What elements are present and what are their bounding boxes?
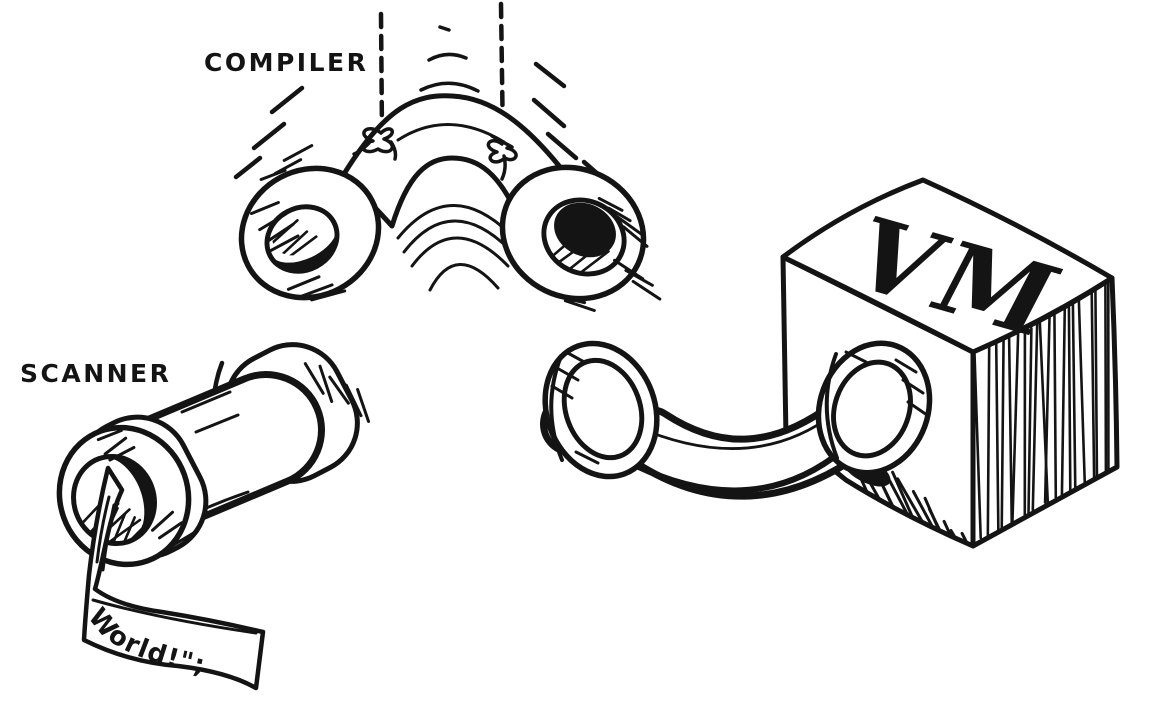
pipe-bottom-contour bbox=[607, 447, 846, 494]
compiler-right-collar bbox=[499, 164, 662, 312]
motion-dash bbox=[251, 121, 287, 151]
tape-twist-lines bbox=[95, 495, 116, 572]
hatch-line bbox=[1011, 333, 1020, 525]
hatch-line bbox=[1027, 326, 1033, 516]
hatch-line bbox=[286, 275, 321, 291]
left-collar-hatch bbox=[250, 144, 347, 302]
hatch-line bbox=[318, 364, 334, 403]
left-opening-crescent bbox=[270, 223, 339, 271]
compiler-fitting: COMPILER bbox=[204, 1, 662, 312]
hatch-line bbox=[1060, 299, 1067, 498]
hatch-line bbox=[576, 250, 610, 277]
hatch-line bbox=[286, 235, 318, 260]
hatch-line bbox=[282, 144, 314, 162]
compiler-label: COMPILER bbox=[204, 48, 368, 77]
collar-hatch bbox=[844, 350, 929, 417]
right-opening-dark bbox=[554, 202, 616, 258]
hatch-line bbox=[108, 446, 136, 462]
pipe-right-collar bbox=[815, 340, 933, 476]
motion-dash bbox=[545, 131, 579, 161]
scanner-label: SCANNER bbox=[20, 359, 171, 388]
motion-arc bbox=[419, 81, 480, 93]
collar-rim bbox=[824, 352, 839, 460]
arch-shading-arcs bbox=[396, 204, 518, 292]
vm-elbow-pipe bbox=[540, 340, 933, 500]
hatch-line bbox=[328, 375, 350, 405]
hatch-line bbox=[994, 340, 1000, 537]
hatch-line bbox=[1067, 305, 1072, 492]
hatch-line bbox=[563, 299, 596, 312]
string-bows bbox=[352, 127, 518, 181]
hatch-line bbox=[299, 283, 334, 298]
cube-top-face bbox=[780, 177, 1115, 355]
motion-arc bbox=[427, 52, 468, 62]
hatch-line bbox=[1043, 315, 1051, 504]
hatch-line bbox=[597, 196, 624, 212]
hatch-line bbox=[973, 352, 983, 540]
right-collar-hatch bbox=[545, 196, 662, 312]
hatch-line bbox=[1077, 293, 1087, 486]
hatch-line bbox=[624, 268, 654, 287]
hatch-line bbox=[1071, 294, 1077, 492]
hatch-line bbox=[1090, 289, 1096, 487]
hatch-line bbox=[258, 212, 288, 232]
hatch-line bbox=[911, 490, 951, 546]
collar-band-hatch bbox=[96, 429, 195, 548]
hatch-line bbox=[103, 436, 128, 456]
compiler-left-collar bbox=[238, 144, 382, 302]
hatch-line bbox=[1000, 334, 1005, 534]
hatch-line bbox=[273, 158, 303, 175]
bow-knot-right bbox=[486, 134, 518, 181]
hatch-line bbox=[303, 362, 325, 395]
hatch-line bbox=[607, 206, 632, 223]
motion-dash bbox=[269, 85, 305, 115]
hatch-line bbox=[96, 429, 123, 442]
pipe-left-collar bbox=[542, 340, 660, 480]
hatch-line bbox=[250, 201, 280, 215]
hatch-line bbox=[267, 234, 300, 253]
hatch-line bbox=[310, 289, 347, 302]
hatch-line bbox=[171, 531, 195, 548]
scanner-fitting: World!"; SCANNER bbox=[20, 342, 370, 691]
hatch-line bbox=[279, 230, 309, 258]
motion-dash bbox=[233, 155, 263, 180]
tape-ribbon bbox=[81, 465, 266, 691]
motion-dash bbox=[533, 61, 567, 89]
hatch-line bbox=[110, 512, 127, 549]
hatch-line bbox=[631, 279, 662, 301]
tape-top-fold-line bbox=[91, 598, 258, 635]
hatch-line bbox=[151, 510, 174, 532]
hatch-line bbox=[613, 213, 644, 236]
hatch-line bbox=[942, 519, 973, 546]
vm-cube: VM bbox=[780, 177, 1120, 549]
motion-lines bbox=[233, 25, 611, 186]
hatch-line bbox=[622, 225, 649, 248]
hatch-line bbox=[158, 521, 184, 540]
motion-dash bbox=[531, 97, 567, 129]
hatch-line bbox=[265, 222, 295, 244]
pipe-body bbox=[547, 399, 873, 493]
hatch-line bbox=[555, 294, 587, 305]
hatch-line bbox=[1104, 281, 1108, 475]
motion-arc bbox=[438, 25, 451, 32]
collar-hatch bbox=[550, 350, 600, 465]
hatch-line bbox=[356, 388, 370, 423]
hatch-line bbox=[344, 383, 363, 418]
hatch-line bbox=[986, 344, 991, 542]
bow-knot-left bbox=[352, 127, 398, 161]
vm-cube-assembly: VM bbox=[540, 177, 1120, 549]
mouth-dark-crescent bbox=[98, 456, 155, 542]
elbow-arch bbox=[341, 93, 567, 292]
string-left bbox=[378, 11, 385, 136]
hatch-line bbox=[1053, 308, 1058, 500]
collar-hatch bbox=[303, 362, 370, 423]
hatch-line bbox=[1094, 286, 1099, 484]
cube-right-face-hatch bbox=[973, 278, 1110, 542]
hatch-line bbox=[1007, 328, 1014, 528]
hatch-line bbox=[1031, 317, 1039, 512]
